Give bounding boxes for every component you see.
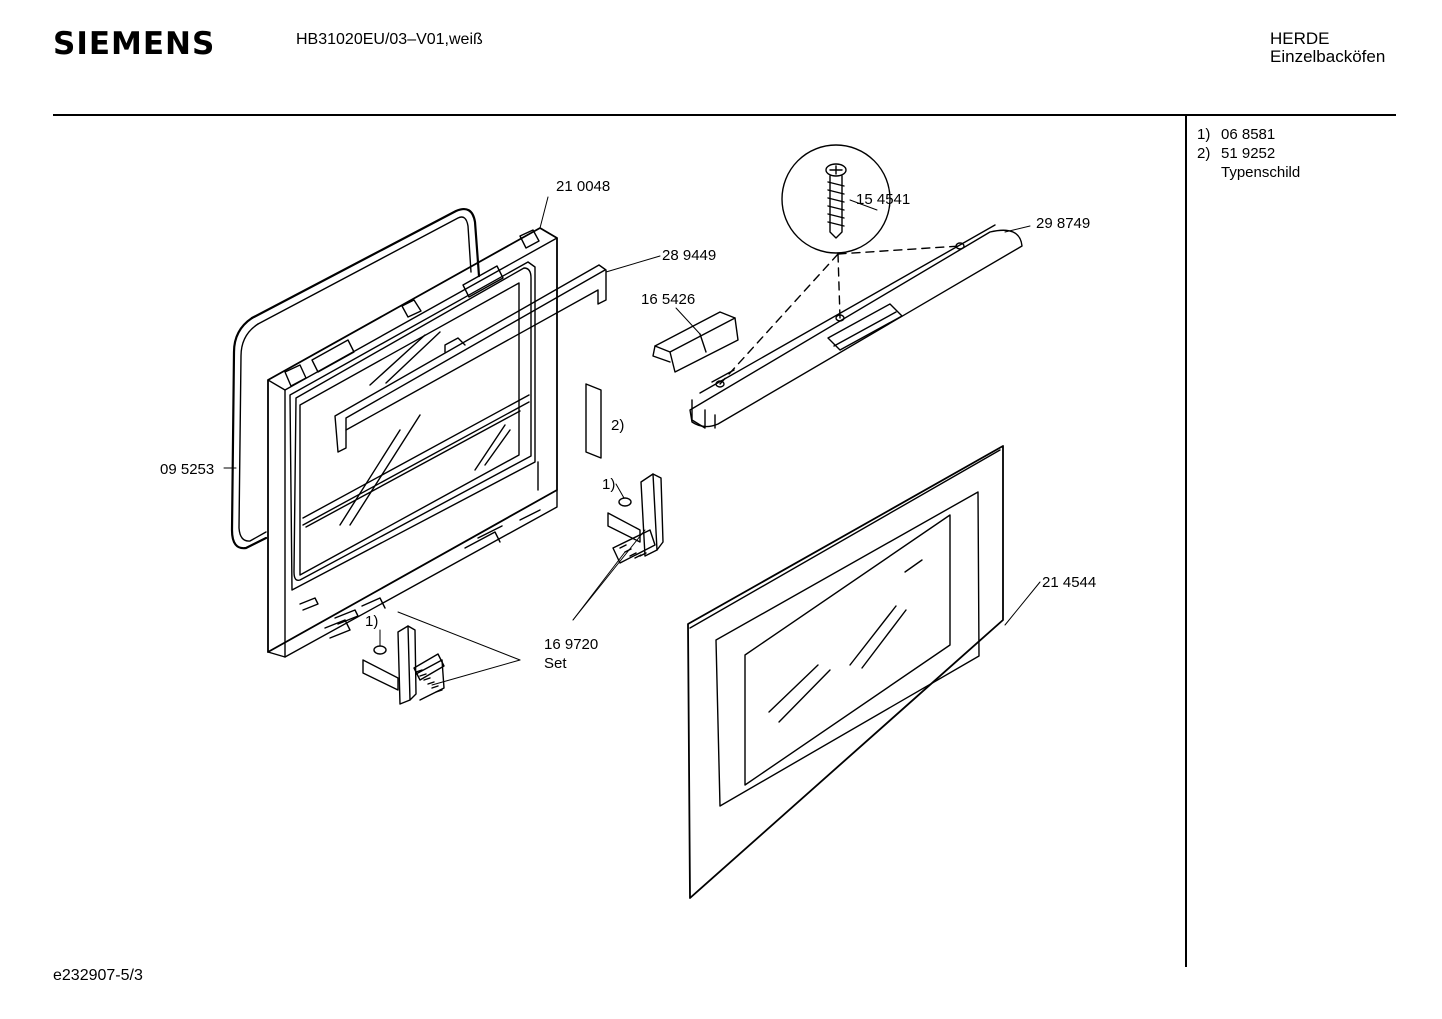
label-ref-1-left: 1) xyxy=(365,613,379,630)
hinge-right xyxy=(608,474,663,563)
label-ref-2: 2) xyxy=(611,417,625,434)
label-298749: 29 8749 xyxy=(1036,215,1091,232)
subcategory-title: Einzelbacköfen xyxy=(1270,47,1386,66)
note-2-text: 51 9252 xyxy=(1221,145,1276,162)
screw-detail xyxy=(720,145,960,384)
label-ref-1-right: 1) xyxy=(602,476,616,493)
label-154541: 15 4541 xyxy=(856,191,911,208)
door-handle-rail xyxy=(690,225,1022,428)
label-165426: 16 5426 xyxy=(641,291,696,308)
model-number: HB31020EU/03–V01,weiß xyxy=(296,31,483,48)
label-214544: 21 4544 xyxy=(1042,574,1097,591)
hinge-left xyxy=(363,626,444,704)
label-289449: 28 9449 xyxy=(662,247,717,264)
note-1-text: 06 8581 xyxy=(1221,126,1276,143)
door-clip xyxy=(653,312,738,372)
category-title: HERDE xyxy=(1270,29,1330,48)
door-gasket xyxy=(232,209,479,548)
label-169720: 16 9720 xyxy=(544,636,599,653)
label-169720-set: Set xyxy=(544,655,567,672)
header-divider xyxy=(53,114,1396,116)
note-3-text: Typenschild xyxy=(1221,164,1301,181)
brand-logo: SIEMENS xyxy=(53,26,216,62)
label-095253: 09 5253 xyxy=(160,461,215,478)
outer-door-glass xyxy=(688,446,1003,898)
drawing-code: e232907-5/3 xyxy=(53,967,143,984)
leader-lines xyxy=(224,197,1040,685)
label-210048: 21 0048 xyxy=(556,178,611,195)
type-plate xyxy=(586,384,601,458)
inner-door-frame xyxy=(268,228,557,657)
bracket-strip xyxy=(335,265,606,452)
note-2-marker: 2) xyxy=(1197,145,1211,162)
note-1-marker: 1) xyxy=(1197,126,1211,143)
notes-divider xyxy=(1185,116,1187,967)
